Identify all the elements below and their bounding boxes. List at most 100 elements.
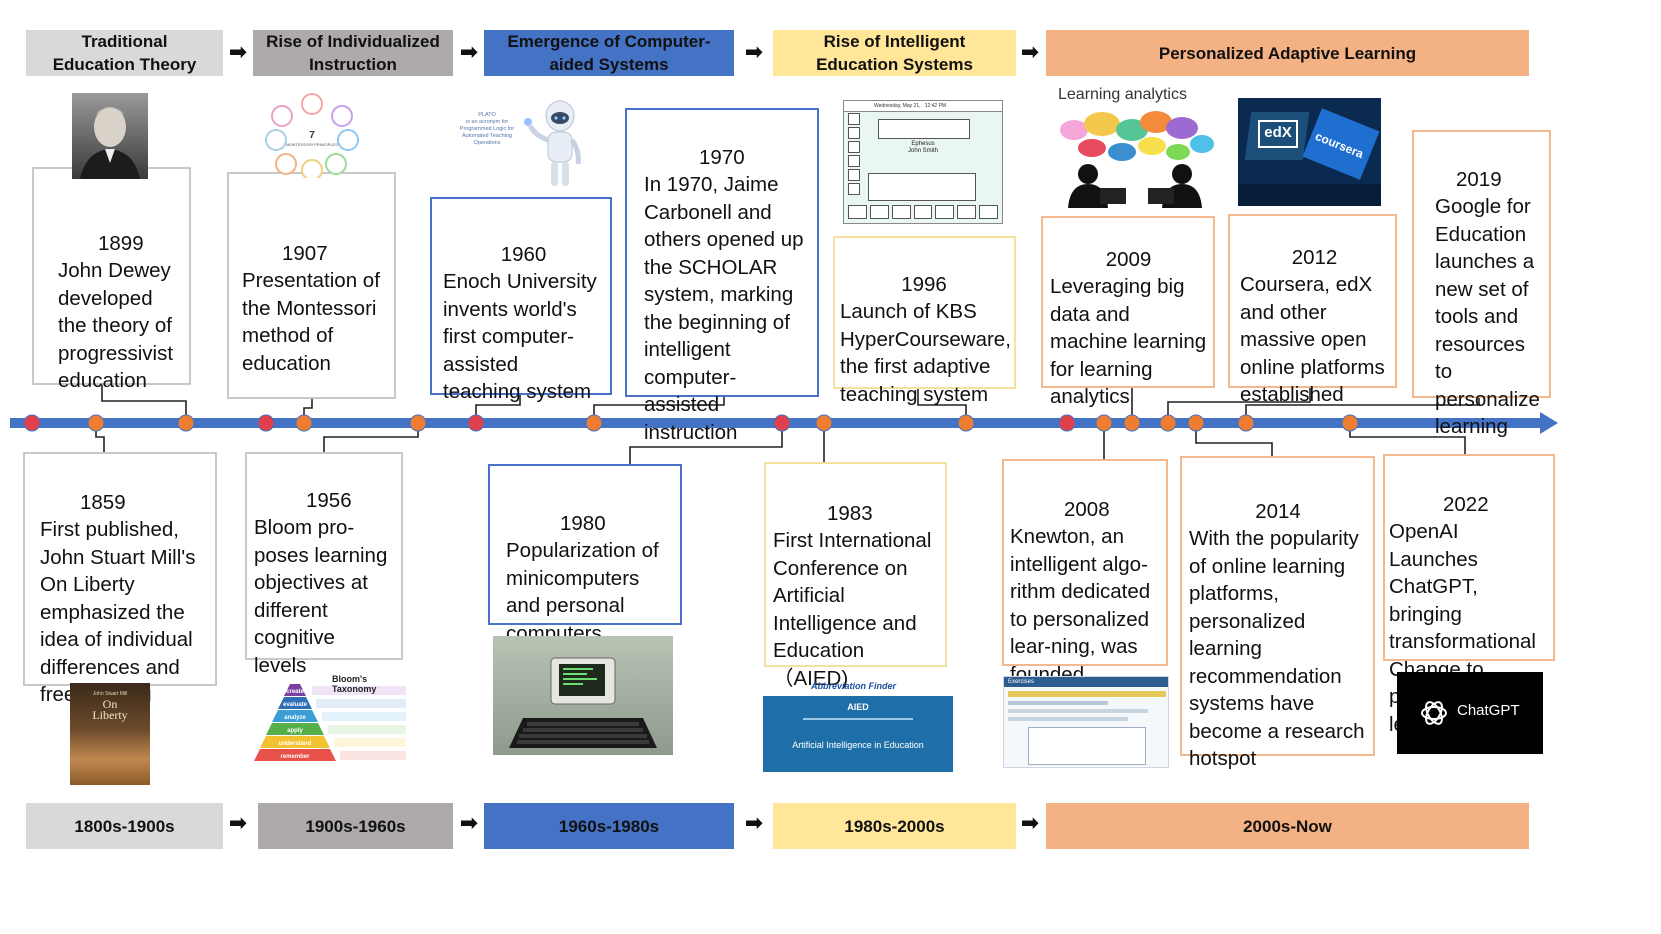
openai-logo-icon <box>1421 701 1447 725</box>
on-liberty-book-image: John Stuart Mill On Liberty <box>70 683 150 785</box>
montessori-center-label: MONTESSORI PRINCIPLES <box>286 142 338 147</box>
event-text: Enoch University invents world's first c… <box>443 270 597 403</box>
chatgpt-logo-image: ChatGPT <box>1397 672 1543 754</box>
period-1980s-2000s: 1980s-2000s <box>773 803 1016 849</box>
robot-image <box>520 96 592 190</box>
event-year: 2009 <box>1105 247 1152 271</box>
svg-text:apply: apply <box>287 728 303 734</box>
event-text: Knewton, an intelligent algo- rithm dedi… <box>1010 525 1151 686</box>
montessori-center-number: 7 <box>309 130 315 141</box>
event-year: 1899 <box>98 231 144 255</box>
connector-2014 <box>1195 423 1273 456</box>
connector-2012 <box>1167 388 1311 423</box>
timeline-dot <box>1123 414 1141 432</box>
timeline-dot <box>177 414 195 432</box>
timeline-dot <box>1237 414 1255 432</box>
hyper-titlebar: Wednesday, May 21, 12:42 PM <box>844 101 1002 112</box>
connector-1899 <box>101 385 187 423</box>
robot-icon <box>524 100 581 186</box>
period-2000s-now: 2000s-Now <box>1046 803 1529 849</box>
svg-text:create: create <box>286 689 304 695</box>
montessori-principles-image: 7 MONTESSORI PRINCIPLES <box>262 92 362 178</box>
arrow-right-icon: ➡ <box>228 810 248 835</box>
laptop-base <box>1238 184 1381 206</box>
timeline-dot <box>23 414 41 432</box>
on-liberty-title: On Liberty <box>92 697 128 722</box>
knewton-titlebar: Exercises <box>1004 677 1168 687</box>
hyper-message-box <box>868 173 976 201</box>
era-header-intelligent: Rise of Intelligent Education Systems <box>773 30 1016 76</box>
event-year: 1970 <box>699 145 745 169</box>
arrow-right-icon: ➡ <box>744 810 764 835</box>
chatgpt-label: ChatGPT <box>1457 702 1520 719</box>
connector-2019 <box>1245 398 1480 423</box>
era-header-adaptive: Personalized Adaptive Learning <box>1046 30 1529 76</box>
svg-text:analyze: analyze <box>284 715 306 721</box>
event-text: With the popularity of online learning p… <box>1189 527 1365 770</box>
event-text: Launch of KBS HyperCourseware, the first… <box>840 300 1011 406</box>
arrow-right-icon: ➡ <box>1020 810 1040 835</box>
knewton-panel <box>1028 727 1146 765</box>
arrow-right-icon: ➡ <box>459 810 479 835</box>
event-year: 1960 <box>500 242 547 266</box>
event-year: 2008 <box>1064 497 1110 521</box>
timeline-dot <box>257 414 275 432</box>
event-year: 1996 <box>901 272 947 296</box>
dewey-portrait-image <box>72 93 148 179</box>
hyper-left-toolbar <box>848 113 860 209</box>
connector-1980 <box>629 423 783 464</box>
era-header-computer-aided: Emergence of Computer- aided Systems <box>484 30 734 76</box>
event-year: 1983 <box>827 501 873 525</box>
event-year: 2012 <box>1291 245 1338 269</box>
event-year: 1907 <box>282 241 328 265</box>
montessori-diagram-icon: 7 MONTESSORI PRINCIPLES <box>265 93 359 178</box>
svg-text:remember: remember <box>280 754 310 760</box>
aied-image: Abbreviation Finder AIED Artificial Inte… <box>763 678 953 772</box>
event-text: Coursera, edX and other massive open onl… <box>1240 273 1385 406</box>
timeline-dot <box>87 414 105 432</box>
timeline-dot <box>1187 414 1205 432</box>
timeline-dot <box>467 414 485 432</box>
timeline-dot <box>409 414 427 432</box>
aied-full-name: Artificial Intelligence in Education <box>792 740 924 750</box>
timeline-dot <box>1095 414 1113 432</box>
event-year: 2022 <box>1443 492 1489 516</box>
learning-analytics-title: Learning analytics <box>1058 86 1187 103</box>
knewton-highlight-row <box>1008 691 1166 697</box>
timeline-dot <box>815 414 833 432</box>
on-liberty-author: John Stuart Mill <box>92 691 128 697</box>
blooms-taxonomy-image: Bloom's Taxonomy create evaluate analyze… <box>242 672 407 762</box>
edx-coursera-image: edX coursera <box>1238 98 1381 206</box>
timeline-dot <box>295 414 313 432</box>
bloom-title: Bloom's Taxonomy <box>332 674 377 694</box>
timeline-dot <box>1159 414 1177 432</box>
timeline-dot <box>1341 414 1359 432</box>
aied-divider <box>803 718 913 720</box>
timeline-arrowhead <box>1540 412 1558 434</box>
period-1800s-1900s: 1800s-1900s <box>26 803 223 849</box>
abbreviation-finder-brand: Abbreviation Finder <box>811 681 897 691</box>
speech-bubbles-icon <box>1060 111 1214 208</box>
timeline-dot <box>585 414 603 432</box>
arrow-right-icon: ➡ <box>1020 39 1040 64</box>
era-header-traditional: Traditional Education Theory <box>26 30 223 76</box>
event-text: John Dewey developed the theory of progr… <box>58 259 174 392</box>
arrow-right-icon: ➡ <box>744 39 764 64</box>
event-text: First published, John Stuart Mill's On L… <box>40 518 196 706</box>
plato-caption-image: PLATO is an acronym for Programmed Logic… <box>459 112 515 146</box>
connector-1970 <box>593 397 725 423</box>
event-year: 2014 <box>1255 499 1301 523</box>
event-text: Leveraging big data and machine learning… <box>1050 275 1207 408</box>
event-text: Google for Education launches a new set … <box>1435 195 1540 438</box>
event-text: Presentation of the Montessori method of… <box>242 269 380 375</box>
